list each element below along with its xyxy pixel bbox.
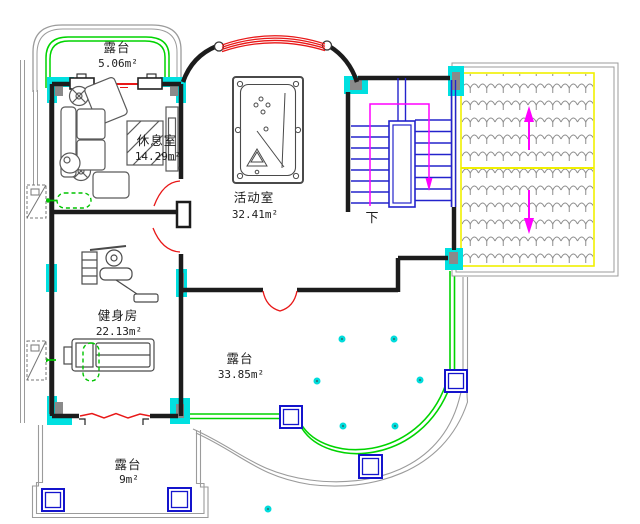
activity-room-label: 活动室 — [234, 190, 275, 205]
gym-label: 健身房 — [98, 308, 139, 323]
columns — [41, 369, 468, 512]
door-arc-gym — [152, 227, 181, 253]
lounge-label: 休息室 — [137, 133, 178, 148]
column — [279, 405, 303, 429]
treadmill-bench — [63, 338, 155, 372]
stair-direction-label: 下 — [365, 211, 378, 226]
terrace-main-railing — [188, 271, 456, 455]
coffee-table — [126, 120, 164, 166]
terrace-dots — [264, 335, 424, 513]
activity-room-area: 32.41m² — [232, 208, 278, 221]
ball-rack — [246, 148, 268, 175]
terrace-bottom-label: 露台 — [114, 457, 141, 472]
cue-stick — [256, 130, 285, 168]
column — [167, 487, 192, 512]
roof-tiles — [462, 74, 593, 265]
terrace-main-label: 露台 — [226, 351, 253, 366]
roof-area — [451, 62, 619, 277]
cue-stick — [281, 92, 286, 169]
roof-slope-arrow-up-icon — [524, 106, 534, 150]
lounge-area: 14.29m² — [135, 150, 181, 163]
gym-area: 22.13m² — [96, 325, 142, 338]
terrace-top-label: 露台 — [103, 40, 130, 55]
column — [358, 454, 383, 479]
window-gym-south — [79, 412, 151, 419]
wall-end-cap — [175, 200, 192, 229]
lounge-furniture — [59, 77, 180, 199]
terrace-top-outline — [32, 24, 182, 92]
gym-equipment — [63, 245, 159, 372]
door-arc-lounge — [153, 180, 181, 207]
ac-unit-icon — [26, 340, 47, 381]
column — [444, 369, 468, 393]
terrace-top-area: 5.06m² — [98, 57, 138, 70]
roof-slope-arrow-down-icon — [524, 190, 534, 234]
billiard-balls — [253, 96, 271, 132]
sofa-set — [59, 77, 130, 199]
column — [41, 488, 65, 512]
staircase — [351, 78, 457, 208]
terrace-bottom-area: 9m² — [119, 473, 139, 486]
ac-units — [26, 184, 47, 381]
ac-unit-icon — [26, 184, 47, 219]
bay-wall-right — [327, 44, 360, 83]
doors-windows-red — [79, 35, 326, 419]
stair-guide-path — [369, 103, 433, 206]
bay-wall-left — [180, 43, 218, 83]
stair-treads-right — [415, 119, 451, 202]
terrace-main-area: 33.85m² — [218, 368, 264, 381]
billiard-table — [232, 76, 304, 184]
terrace-bottom-outline — [31, 425, 209, 519]
exercise-machine — [81, 245, 159, 303]
cabinet — [165, 106, 179, 172]
terrace-main-outline — [192, 277, 469, 487]
double-door-arc — [262, 290, 298, 312]
sill-marks — [79, 418, 149, 425]
